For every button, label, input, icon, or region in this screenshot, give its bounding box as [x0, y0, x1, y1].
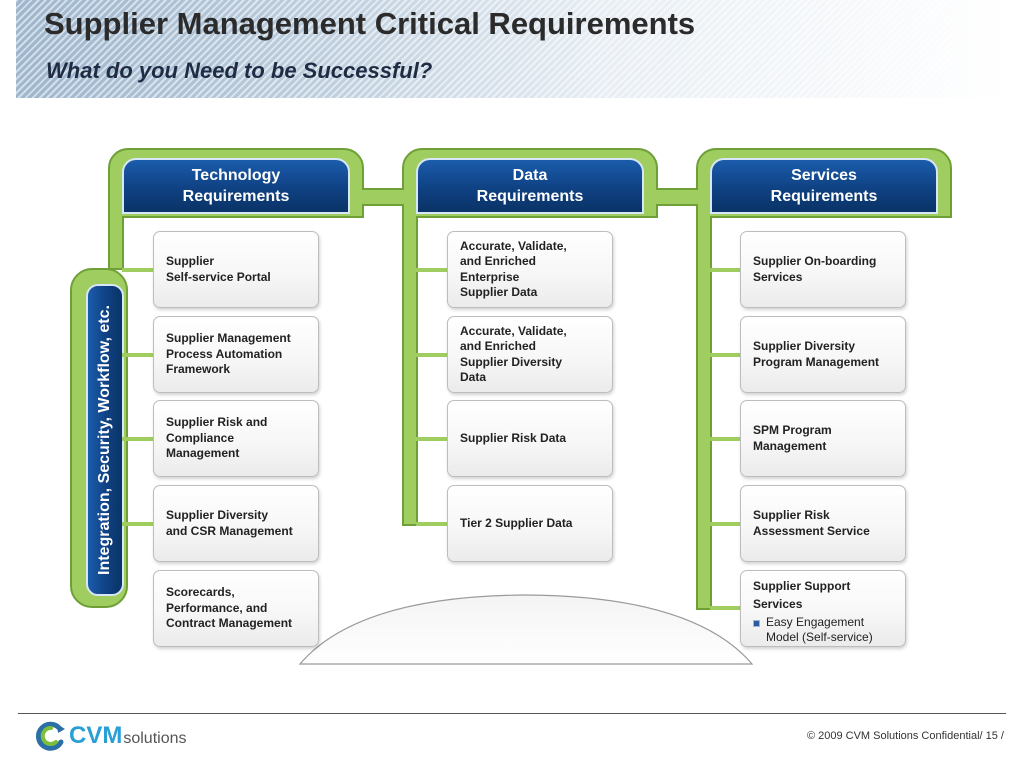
header-line: Technology — [191, 167, 281, 184]
technology-requirements-header: Technology Requirements — [122, 158, 350, 214]
connector — [416, 353, 448, 357]
connector — [122, 268, 154, 272]
connector — [710, 353, 742, 357]
services-spine — [696, 216, 712, 610]
connector — [710, 606, 742, 610]
services-item-onboarding: Supplier On-boarding Services — [740, 231, 906, 308]
data-item-tier2-data: Tier 2 Supplier Data — [447, 485, 613, 562]
logo-text-cvm: CVM — [69, 722, 123, 749]
logo-swirl-icon — [35, 721, 65, 751]
item-label: Accurate, Validate, and Enriched Supplie… — [460, 323, 567, 385]
footer-divider — [18, 713, 1006, 714]
connector — [122, 437, 154, 441]
header-line: Requirements — [770, 188, 878, 205]
item-label: SPM Program Management — [753, 423, 832, 453]
tech-item-process-automation: Supplier Management Process Automation F… — [153, 316, 319, 393]
item-label: Supplier Management Process Automation F… — [166, 331, 291, 377]
data-requirements-header: Data Requirements — [416, 158, 644, 214]
item-label: Tier 2 Supplier Data — [460, 515, 573, 530]
header-line: Data — [512, 167, 548, 184]
header-link-bar — [362, 188, 404, 206]
bullet-square-icon — [753, 620, 760, 627]
header-banner — [16, 0, 1008, 98]
tech-item-scorecards: Scorecards, Performance, and Contract Ma… — [153, 570, 319, 647]
services-item-spm-program: SPM Program Management — [740, 400, 906, 477]
item-label: Supplier Diversity Program Management — [753, 339, 880, 369]
item-label: Supplier On-boarding Services — [753, 254, 877, 284]
tech-item-diversity-csr: Supplier Diversity and CSR Management — [153, 485, 319, 562]
connector — [416, 522, 448, 526]
item-label: Scorecards, Performance, and Contract Ma… — [166, 585, 293, 631]
item-label: Supplier Risk and Compliance Management — [166, 415, 268, 461]
connector — [416, 437, 448, 441]
item-label: Supplier Diversity and CSR Management — [166, 508, 293, 538]
tech-item-risk-compliance: Supplier Risk and Compliance Management — [153, 400, 319, 477]
connector — [416, 268, 448, 272]
services-item-risk-assessment: Supplier Risk Assessment Service — [740, 485, 906, 562]
connector — [122, 522, 154, 526]
item-label: Supplier Risk Assessment Service — [753, 508, 870, 538]
item-label: Supplier Risk Data — [460, 430, 567, 445]
header-line: Requirements — [476, 188, 584, 205]
services-item-support: Supplier Support Services Easy Engagemen… — [740, 570, 906, 647]
support-bullet-row: Easy Engagement Model (Self-service) — [753, 615, 897, 645]
services-requirements-header: Services Requirements — [710, 158, 938, 214]
data-item-risk-data: Supplier Risk Data — [447, 400, 613, 477]
company-logo: CVM solutions — [34, 720, 187, 752]
connector — [710, 522, 742, 526]
item-label: Accurate, Validate, and Enriched Enterpr… — [460, 238, 567, 300]
connector — [122, 353, 154, 357]
connector — [710, 437, 742, 441]
foundation-dome — [298, 594, 754, 665]
services-item-diversity-program: Supplier Diversity Program Management — [740, 316, 906, 393]
logo-text-solutions: solutions — [123, 730, 187, 747]
page-title: Supplier Management Critical Requirement… — [44, 6, 696, 41]
item-label: Supplier Self-service Portal — [166, 254, 271, 284]
data-item-enterprise-supplier-data: Accurate, Validate, and Enriched Enterpr… — [447, 231, 613, 308]
data-item-diversity-data: Accurate, Validate, and Enriched Supplie… — [447, 316, 613, 393]
page-subtitle: What do you Need to be Successful? — [46, 58, 433, 83]
support-bullet-text: Easy Engagement Model (Self-service) — [766, 615, 873, 644]
support-title: Supplier Support Services — [753, 579, 851, 611]
header-line: Requirements — [182, 188, 290, 205]
copyright-text: © 2009 CVM Solutions Confidential/ 15 / — [806, 730, 1004, 742]
data-spine — [402, 216, 418, 526]
connector — [710, 268, 742, 272]
integration-label: Integration, Security, Workflow, etc. — [96, 305, 113, 575]
header-line: Services — [791, 167, 857, 184]
tech-item-self-service-portal: Supplier Self-service Portal — [153, 231, 319, 308]
tech-spine — [108, 216, 124, 270]
header-link-bar — [656, 188, 698, 206]
